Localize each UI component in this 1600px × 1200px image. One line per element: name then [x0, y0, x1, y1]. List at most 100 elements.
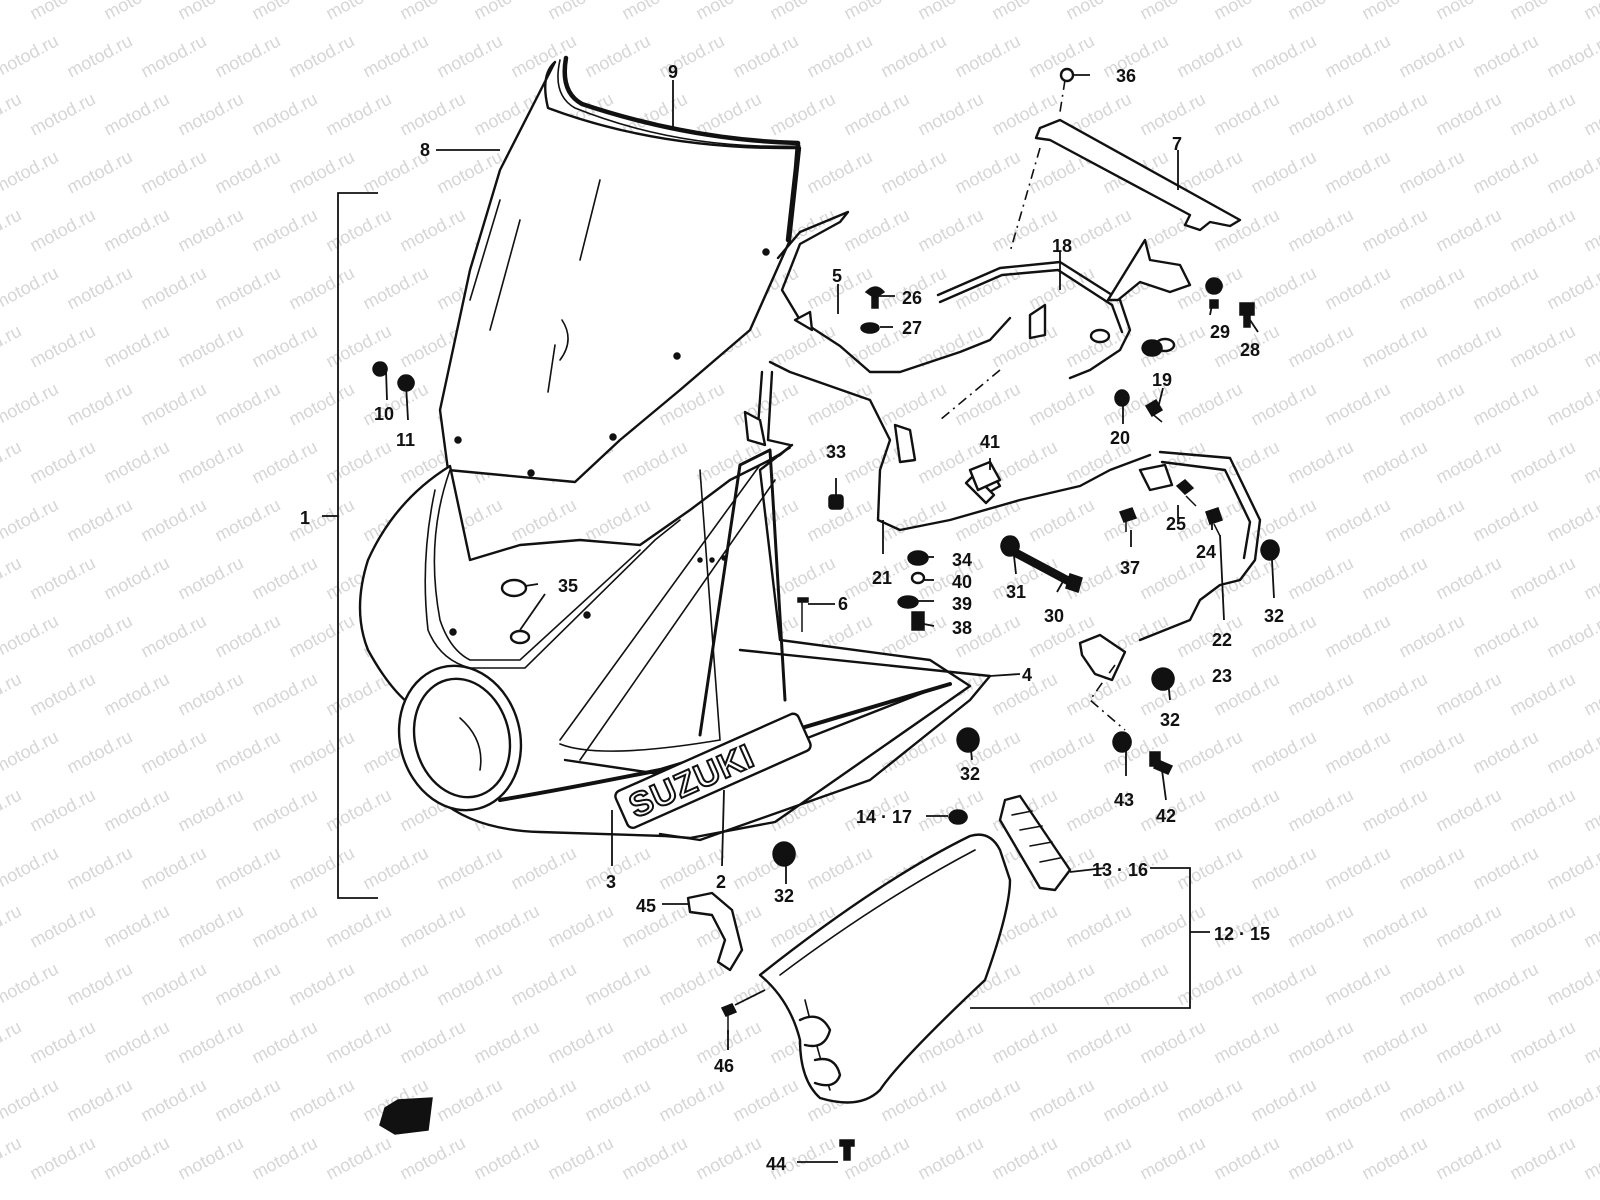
watermark-text: motod.ru [174, 901, 246, 952]
watermark-text: motod.ru [1025, 1075, 1097, 1126]
watermark-text: motod.ru [63, 611, 135, 662]
watermark-text: motod.ru [1136, 901, 1208, 952]
watermark-text: motod.ru [544, 1017, 616, 1068]
watermark-text: motod.ru [1506, 669, 1578, 720]
label-39: 39 [952, 594, 972, 614]
label-11: 11 [396, 430, 415, 450]
watermark-text: motod.ru [1358, 89, 1430, 140]
watermark-text: motod.ru [174, 785, 246, 836]
watermark-text: motod.ru [1136, 1133, 1208, 1184]
watermark-text: motod.ru [1358, 437, 1430, 488]
watermark-text: motod.ru [1506, 0, 1578, 24]
watermark-text: motod.ru [1580, 437, 1600, 488]
watermark-text: motod.ru [803, 843, 875, 894]
watermark-text: motod.ru [1210, 1133, 1282, 1184]
watermark-text: motod.ru [1580, 321, 1600, 372]
watermark-text: motod.ru [0, 843, 62, 894]
watermark-text: motod.ru [1580, 205, 1600, 256]
label-3: 3 [606, 872, 616, 892]
watermark-text: motod.ru [285, 147, 357, 198]
label-36: 36 [1116, 66, 1136, 86]
watermark-text: motod.ru [1432, 205, 1504, 256]
watermark-text: motod.ru [174, 1017, 246, 1068]
watermark-text: motod.ru [137, 959, 209, 1010]
label-32-a: 32 [1264, 606, 1284, 626]
watermark-text: motod.ru [1469, 31, 1541, 82]
watermark-text: motod.ru [0, 205, 25, 256]
watermark-text: motod.ru [840, 0, 912, 24]
watermark-text: motod.ru [877, 495, 949, 546]
watermark-text: motod.ru [1247, 379, 1319, 430]
watermark-text: motod.ru [840, 205, 912, 256]
watermark-text: motod.ru [1136, 0, 1208, 24]
watermark-text: motod.ru [1247, 31, 1319, 82]
label-6: 6 [838, 594, 848, 614]
watermark-text: motod.ru [1247, 263, 1319, 314]
watermark-text: motod.ru [1395, 959, 1467, 1010]
watermark-text: motod.ru [1210, 1017, 1282, 1068]
watermark-text: motod.ru [1395, 263, 1467, 314]
watermark-text: motod.ru [1284, 1017, 1356, 1068]
watermark-text: motod.ru [988, 1017, 1060, 1068]
watermark-text: motod.ru [1099, 1075, 1171, 1126]
watermark-text: motod.ru [1506, 89, 1578, 140]
watermark-text: motod.ru [1247, 1075, 1319, 1126]
watermark-text: motod.ru [1284, 0, 1356, 24]
watermark-text: motod.ru [914, 0, 986, 24]
watermark-text: motod.ru [1284, 205, 1356, 256]
watermark-text: motod.ru [618, 1133, 690, 1184]
front-arrow-tag [379, 1097, 433, 1135]
label-2: 2 [716, 872, 726, 892]
label-29: 29 [1210, 322, 1230, 342]
watermark-text: motod.ru [322, 1017, 394, 1068]
watermark-text: motod.ru [174, 1133, 246, 1184]
watermark-text: motod.ru [1099, 959, 1171, 1010]
watermark-text: motod.ru [1395, 611, 1467, 662]
watermark-text: motod.ru [1395, 495, 1467, 546]
watermark-text: motod.ru [396, 1133, 468, 1184]
watermark-text: motod.ru [433, 843, 505, 894]
watermark-text: motod.ru [840, 89, 912, 140]
watermark-text: motod.ru [0, 89, 25, 140]
label-4: 4 [1022, 665, 1032, 685]
watermark-text: motod.ru [63, 843, 135, 894]
watermark-text: motod.ru [951, 31, 1023, 82]
watermark-text: motod.ru [581, 959, 653, 1010]
watermark-text: motod.ru [1543, 959, 1600, 1010]
centerline-7 [1009, 79, 1066, 253]
label-46: 46 [714, 1056, 734, 1076]
watermark-text: motod.ru [1432, 1017, 1504, 1068]
watermark-text: motod.ru [26, 89, 98, 140]
watermark-text: motod.ru [63, 263, 135, 314]
watermark-text: motod.ru [1210, 437, 1282, 488]
watermark-text: motod.ru [0, 495, 62, 546]
watermark-text: motod.ru [1358, 553, 1430, 604]
watermark-text: motod.ru [137, 147, 209, 198]
label-32-d: 32 [774, 886, 794, 906]
watermark-text: motod.ru [63, 1075, 135, 1126]
watermark-text: motod.ru [174, 205, 246, 256]
watermark-text: motod.ru [1432, 901, 1504, 952]
watermark-text: motod.ru [1580, 785, 1600, 836]
watermark-text: motod.ru [26, 1017, 98, 1068]
watermark-text: motod.ru [100, 0, 172, 24]
watermark-text: motod.ru [0, 785, 25, 836]
watermark-text: motod.ru [0, 959, 62, 1010]
watermark-text: motod.ru [581, 31, 653, 82]
watermark-text: motod.ru [1580, 901, 1600, 952]
watermark-text: motod.ru [1284, 321, 1356, 372]
label-35: 35 [558, 576, 578, 596]
watermark-text: motod.ru [1321, 843, 1393, 894]
watermark-text: motod.ru [1543, 31, 1600, 82]
watermark-text: motod.ru [1506, 205, 1578, 256]
watermark-text: motod.ru [174, 553, 246, 604]
label-26: 26 [902, 288, 922, 308]
watermark-text: motod.ru [692, 0, 764, 24]
watermark-text: motod.ru [26, 321, 98, 372]
watermark-text: motod.ru [0, 321, 25, 372]
watermark-text: motod.ru [1580, 1133, 1600, 1184]
label-44: 44 [766, 1154, 786, 1174]
watermark-text: motod.ru [1025, 495, 1097, 546]
